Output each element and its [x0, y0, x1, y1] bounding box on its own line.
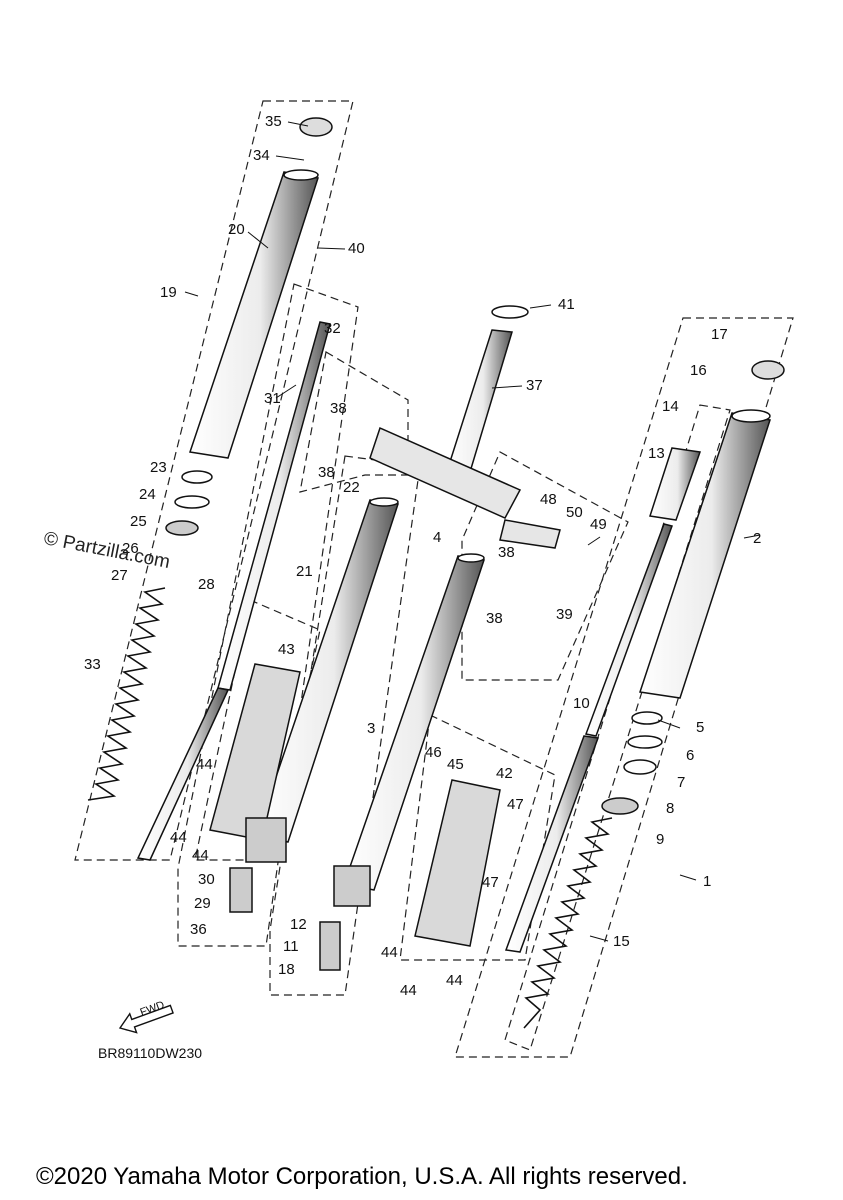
callout-16: 16 — [690, 362, 707, 379]
callout-2: 2 — [753, 530, 762, 547]
callout-48: 48 — [540, 491, 557, 508]
callout-1: 1 — [703, 873, 712, 890]
callout-49: 49 — [590, 516, 607, 533]
callout-44-c: 44 — [192, 847, 209, 864]
callout-20: 20 — [228, 221, 245, 238]
callout-18: 18 — [278, 961, 295, 978]
callout-26: 26 — [122, 540, 139, 557]
callout-41: 41 — [558, 296, 575, 313]
callout-3: 3 — [367, 720, 376, 737]
callout-5: 5 — [696, 719, 705, 736]
group-outline-guard-left — [194, 599, 321, 861]
callout-27: 27 — [111, 567, 128, 584]
fwd-arrow-icon — [118, 1004, 174, 1034]
callout-24: 24 — [139, 486, 156, 503]
guard-42 — [414, 779, 501, 947]
callout-50: 50 — [566, 504, 583, 521]
damper-rod-31 — [217, 321, 331, 691]
callout-11: 11 — [283, 938, 299, 955]
callout-4: 4 — [433, 529, 442, 546]
callout-25: 25 — [130, 513, 147, 530]
callout-14: 14 — [662, 398, 679, 415]
callout-38-a: 38 — [330, 400, 347, 417]
callout-13: 13 — [648, 445, 665, 462]
callout-44-a: 44 — [196, 756, 213, 773]
callout-7: 7 — [677, 774, 686, 791]
bracket-upper — [369, 426, 522, 519]
callout-40: 40 — [348, 240, 365, 257]
group-outline-19 — [74, 100, 354, 861]
clamp-lower — [499, 519, 561, 549]
callout-37: 37 — [526, 377, 543, 394]
callout-19: 19 — [160, 284, 177, 301]
spring-15 — [523, 817, 613, 1029]
callout-33: 33 — [84, 656, 101, 673]
callout-30: 30 — [198, 871, 215, 888]
group-outline-inner-right — [504, 404, 731, 1051]
group-outline-inner-left — [177, 283, 359, 947]
rod-lower-left — [136, 687, 230, 861]
spring-33 — [87, 587, 166, 801]
diagram-code: BR89110DW230 — [98, 1045, 203, 1061]
callout-9: 9 — [656, 831, 665, 848]
callout-42: 42 — [496, 765, 513, 782]
callout-46: 46 — [425, 744, 442, 761]
damper-rod-10 — [584, 523, 673, 737]
callout-44-f: 44 — [446, 972, 463, 989]
copyright-notice: ©2020 Yamaha Motor Corporation, U.S.A. A… — [36, 1163, 688, 1190]
callout-44-e: 44 — [400, 982, 417, 999]
callout-28: 28 — [198, 576, 215, 593]
callout-15: 15 — [613, 933, 630, 950]
callout-36: 36 — [190, 921, 207, 938]
callout-47-a: 47 — [507, 796, 524, 813]
callout-32: 32 — [324, 320, 341, 337]
steering-stem-37 — [447, 329, 513, 473]
callout-45: 45 — [447, 756, 464, 773]
rod-13 — [649, 447, 702, 521]
callout-6: 6 — [686, 747, 695, 764]
callout-44-d: 44 — [381, 944, 398, 961]
group-outline-guard-right — [399, 714, 556, 961]
group-outline-bracket — [299, 351, 409, 493]
callout-43: 43 — [278, 641, 295, 658]
group-outline-clamp — [461, 451, 629, 681]
callout-47-b: 47 — [482, 874, 499, 891]
callout-10: 10 — [573, 695, 590, 712]
callout-39: 39 — [556, 606, 573, 623]
group-outline-inner-mid — [269, 455, 421, 996]
callout-8: 8 — [666, 800, 675, 817]
callout-34: 34 — [253, 147, 270, 164]
callout-38-c: 38 — [498, 544, 515, 561]
callout-38-d: 38 — [486, 610, 503, 627]
callout-29: 29 — [194, 895, 211, 912]
group-outline-1 — [454, 317, 794, 1058]
cap-17 — [751, 360, 785, 380]
callout-44-b: 44 — [170, 829, 187, 846]
callout-35: 35 — [265, 113, 282, 130]
cap-35 — [299, 117, 333, 137]
callout-22: 22 — [343, 479, 360, 496]
callout-12: 12 — [290, 916, 307, 933]
rod-lower-right — [504, 735, 600, 953]
callout-31: 31 — [264, 390, 281, 407]
callout-17: 17 — [711, 326, 728, 343]
callout-23: 23 — [150, 459, 167, 476]
callout-21: 21 — [296, 563, 313, 580]
callout-38-b: 38 — [318, 464, 335, 481]
